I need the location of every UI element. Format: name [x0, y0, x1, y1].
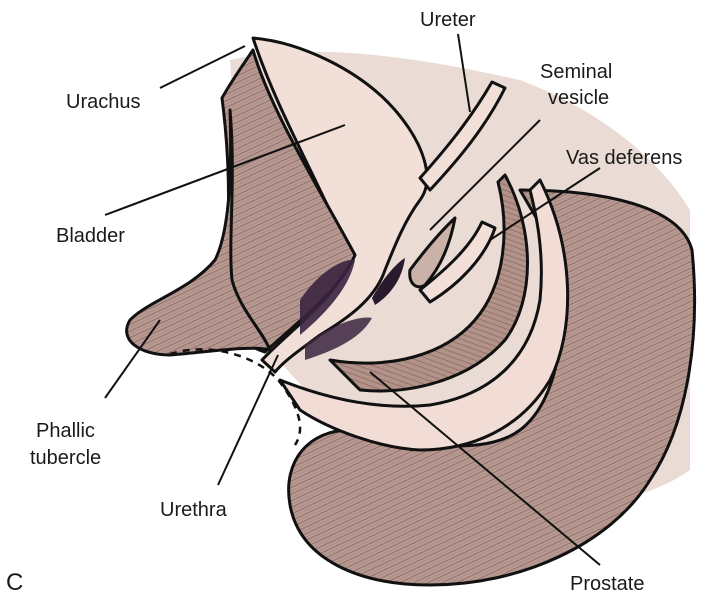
leader-bladder	[104, 124, 346, 216]
leader-urachus	[159, 45, 246, 89]
urethral-channel	[278, 178, 570, 452]
urogenital-cavity-2	[305, 317, 372, 360]
leader-seminal-vesicle	[429, 119, 541, 231]
panel-letter: C	[6, 569, 23, 596]
label-bladder: Bladder	[56, 225, 125, 247]
vas-deferens-tube	[418, 220, 497, 304]
leader-urethra	[217, 354, 279, 486]
urogenital-cavity	[300, 259, 355, 335]
label-urachus: Urachus	[66, 91, 140, 113]
urethral-opening-dashed	[169, 348, 302, 446]
ureter-tube	[418, 80, 507, 192]
label-seminal-vesicle-2: vesicle	[548, 87, 609, 109]
seminal-vesicle	[408, 216, 457, 289]
label-phallic-tubercle-1: Phallic	[36, 420, 95, 442]
mesonephric-duct-dark	[372, 258, 405, 305]
label-ureter: Ureter	[420, 9, 476, 31]
label-vas-deferens: Vas deferens	[566, 147, 682, 169]
label-prostate: Prostate	[570, 573, 644, 595]
inner-tissue-band	[328, 173, 529, 393]
label-seminal-vesicle-1: Seminal	[540, 61, 612, 83]
leader-vas-deferens	[489, 167, 601, 241]
phallic-tubercle	[125, 108, 272, 357]
leader-ureter	[457, 33, 471, 113]
leader-phallic-tubercle	[104, 319, 161, 399]
prostate-outer	[287, 188, 697, 587]
leader-prostate	[369, 371, 601, 566]
label-urethra: Urethra	[160, 499, 228, 521]
label-phallic-tubercle-2: tubercle	[30, 447, 101, 469]
